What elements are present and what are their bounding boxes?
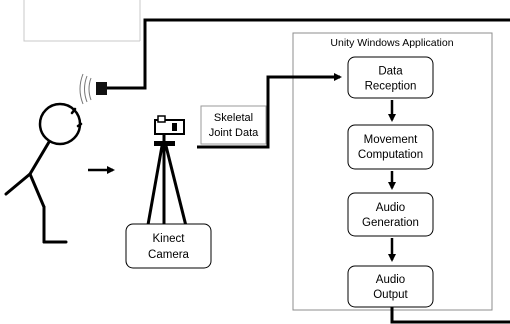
- step-label-line2: Generation: [362, 217, 419, 229]
- step-movement-computation: Movement Computation: [347, 124, 434, 170]
- skeletal-data-label-line1: Skeletal: [214, 112, 253, 124]
- step-label-line2: Reception: [365, 81, 417, 93]
- kinect-label-line1: Kinect: [153, 233, 186, 245]
- cropped-panel-outline: [23, 0, 140, 42]
- speaker-icon: [79, 73, 107, 105]
- step-label-line1: Movement: [364, 134, 418, 146]
- kinect-label-line2: Camera: [148, 249, 190, 261]
- step-audio-generation: Audio Generation: [347, 192, 434, 237]
- step-audio-output: Audio Output: [347, 265, 434, 308]
- person-figure-icon: [4, 102, 83, 244]
- step-label-line1: Data: [378, 66, 403, 78]
- step-label-line1: Audio: [376, 202, 405, 214]
- skeletal-data-label-line2: Joint Data: [209, 127, 259, 139]
- audio-feedback-wire: [390, 307, 510, 324]
- step-label-line2: Output: [373, 289, 408, 301]
- step-data-reception: Data Reception: [347, 56, 434, 99]
- kinect-camera-icon: [135, 115, 190, 238]
- step-label-line1: Audio: [376, 274, 405, 286]
- unity-app-title: Unity Windows Application: [330, 37, 453, 49]
- speaker-wire: [107, 18, 510, 90]
- step-label-line2: Computation: [358, 149, 423, 161]
- kinect-camera-label: Kinect Camera: [125, 223, 212, 269]
- skeletal-data-label-box: [200, 105, 267, 145]
- kinect-data-wire: [197, 73, 342, 149]
